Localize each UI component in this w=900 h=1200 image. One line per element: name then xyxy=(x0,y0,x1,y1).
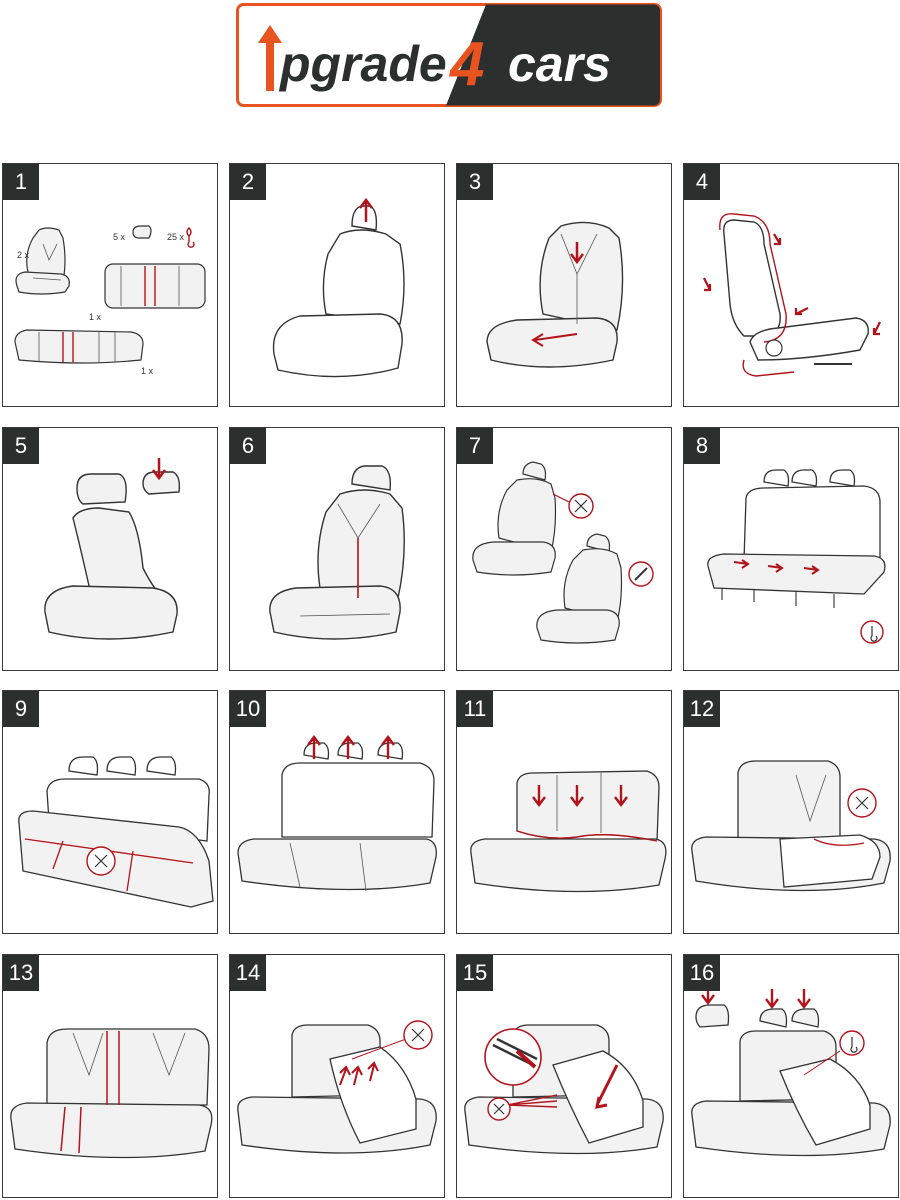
step-number: 13 xyxy=(3,955,39,991)
down-arrows-icon xyxy=(532,785,628,807)
step-number: 11 xyxy=(457,691,493,727)
bench-seat-hooks-illustration xyxy=(707,469,886,644)
covered-bench-illustration xyxy=(10,1028,213,1159)
step-panel-14: 14 xyxy=(229,954,445,1198)
step-panel-4: 4 xyxy=(683,163,899,407)
step-panel-7: 7 xyxy=(456,427,672,671)
logo-digit: 4 xyxy=(448,30,484,99)
step-panel-9: 9 xyxy=(2,690,218,934)
zoom-detail-icon xyxy=(484,1028,542,1086)
step-panel-8: 8 xyxy=(683,427,899,671)
down-arrow-icon xyxy=(152,458,166,481)
step-panel-11: 11 xyxy=(456,690,672,934)
split-bench-illustration xyxy=(691,760,891,892)
step-panel-12: 12 xyxy=(683,690,899,934)
step-number: 12 xyxy=(684,691,720,727)
step-number: 15 xyxy=(457,955,493,991)
hook-icon xyxy=(186,227,195,248)
remove-headrest-arrow-icon xyxy=(359,197,373,222)
step-number: 14 xyxy=(230,955,266,991)
fit-back-cover-illustration xyxy=(486,221,624,368)
down-arrow-icon xyxy=(570,242,584,265)
step-number: 2 xyxy=(230,164,266,200)
step-panel-5: 5 xyxy=(2,427,218,671)
bench-qty: 1 x xyxy=(141,366,154,376)
covered-seat-illustration xyxy=(269,465,405,640)
tuck-cover-illustration xyxy=(237,1020,437,1154)
step-panel-10: 10 xyxy=(229,690,445,934)
hook-qty: 25 x xyxy=(167,232,185,242)
logo-word-cars: cars xyxy=(508,36,611,92)
step-number: 5 xyxy=(3,428,39,464)
step-number: 16 xyxy=(684,955,720,991)
step-number: 8 xyxy=(684,428,720,464)
bare-seat-illustration xyxy=(272,197,405,378)
step-number: 10 xyxy=(230,691,266,727)
remove-bench-headrests-illustration xyxy=(237,735,437,892)
up-arrows-icon xyxy=(339,1061,379,1086)
step-number: 3 xyxy=(457,164,493,200)
bench-underside-illustration xyxy=(18,756,214,908)
tuck-arrows-icon xyxy=(733,559,820,575)
finish-headrests-illustration xyxy=(691,985,891,1157)
step-panel-2: 2 xyxy=(229,163,445,407)
step-panel-1: 2 x 5 x 25 x 1 x 1 x 1 xyxy=(2,163,218,407)
up-arrow-icon xyxy=(258,25,282,91)
left-arrow-icon xyxy=(531,333,578,347)
step-panel-15: 15 xyxy=(456,954,672,1198)
step-panel-13: 13 xyxy=(2,954,218,1198)
headrest-qty: 5 x xyxy=(113,232,126,242)
backrest-qty: 1 x xyxy=(89,312,102,322)
step-panel-3: 3 xyxy=(456,163,672,407)
step-number: 9 xyxy=(3,691,39,727)
brand-logo: pgrade 4 cars xyxy=(236,3,662,107)
side-airbag-illustration xyxy=(472,461,654,644)
step-number: 4 xyxy=(684,164,720,200)
fold-down-backrest-illustration xyxy=(464,1024,664,1155)
bench-back-cover-illustration xyxy=(470,770,667,893)
front-seat-qty: 2 x xyxy=(17,250,30,260)
logo-word-upgrade: pgrade xyxy=(278,36,447,92)
step-panel-6: 6 xyxy=(229,427,445,671)
fold-arrow-icon xyxy=(595,1064,619,1109)
step-number: 7 xyxy=(457,428,493,464)
parts-overview-illustration: 2 x 5 x 25 x 1 x 1 x xyxy=(14,225,206,376)
headrest-cover-illustration xyxy=(44,458,181,640)
step-panel-16: 16 xyxy=(683,954,899,1198)
step-number: 1 xyxy=(3,164,39,200)
direction-arrows-icon xyxy=(703,233,881,336)
side-view-fastening-illustration xyxy=(703,213,881,377)
step-number: 6 xyxy=(230,428,266,464)
up-arrows-icon xyxy=(307,735,395,759)
